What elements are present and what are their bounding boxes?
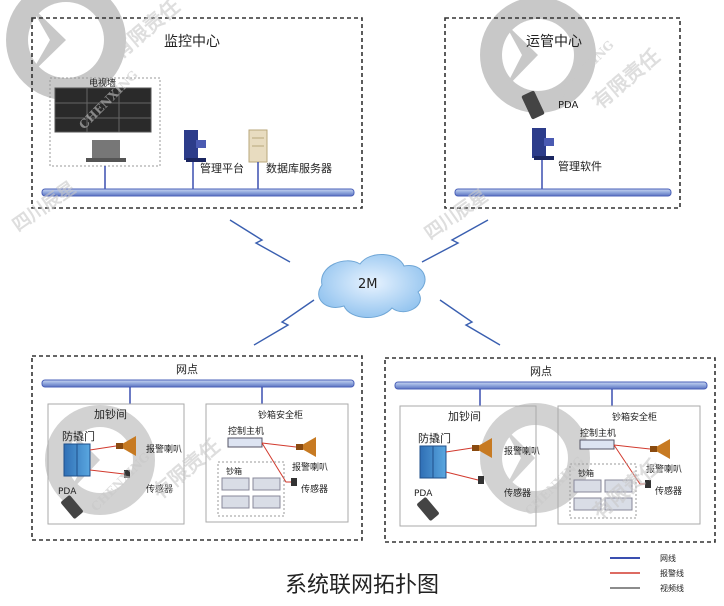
cash-box-group [217,461,285,517]
cash-box-label-left: 钞箱 [226,466,242,476]
control-host-icon [579,439,615,450]
network-cloud [318,254,426,318]
sand-room-box-left [47,403,185,525]
sand-room-label-left: 加钞间 [94,407,127,421]
outlet-title-right: 网点 [530,365,552,378]
sensor-icon [645,480,651,488]
outlet-frame-left [31,355,363,541]
outlet-title-left: 网点 [176,363,198,376]
pda-label-left: PDA [58,487,77,497]
control-host-icon [227,437,263,448]
outlet-network-bus-left [41,379,355,388]
safe-cabinet-box-left [205,403,349,523]
safe-cabinet-label-left: 钞箱安全柜 [258,409,303,421]
alarm-speaker-icon [296,437,316,457]
outlet-frame-right [384,357,716,543]
outlet-network-bus-right [394,381,708,390]
safe-cabinet-label-right: 钞箱安全柜 [612,411,657,423]
sand-room-box-right [399,405,537,527]
sensor-icon [478,476,484,484]
alarm-speaker-label-right: 报警喇叭 [504,445,540,457]
alarm-line [89,445,125,475]
operations-pda-label: PDA [558,100,579,111]
alarm-line [261,442,297,483]
pda-icon [61,495,83,519]
sensor-label-right-left: 传感器 [301,483,328,495]
management-software-icon [532,128,554,160]
watermark-logo [480,0,596,113]
anti-intrusion-door-icon [63,443,91,477]
database-server-label: 数据库服务器 [266,161,332,175]
anti-intrusion-door-label-right: 防撬门 [418,431,451,445]
alarm-speaker-icon [472,438,492,458]
database-server-icon [248,129,268,163]
sensor-label-right: 传感器 [504,487,531,499]
video-wall-label: 电视墙 [89,77,116,89]
control-host-label-left: 控制主机 [228,425,264,437]
legend-alarm-label: 报警线 [660,568,684,578]
anti-intrusion-door-icon [419,445,447,479]
cloud-label: 2M [358,277,378,292]
management-software-label: 管理软件 [558,159,602,173]
pda-icon [521,90,545,120]
watermark-company: 四川辰星 [9,178,80,236]
wireless-link [229,219,501,346]
pda-icon [417,497,439,521]
pda-label-right: PDA [414,489,433,499]
alarm-speaker-icon [650,439,670,459]
anti-intrusion-door-label-left: 防撬门 [62,429,95,443]
sand-room-label-right: 加钞间 [448,409,481,423]
monitoring-network-bus [41,188,355,197]
alarm-line [613,444,651,485]
sensor-icon [124,470,130,478]
management-platform-label: 管理平台 [200,161,244,175]
safe-cabinet-box-right [557,405,701,525]
sensor-icon [291,478,297,486]
legend-network-label: 网线 [660,553,676,563]
sensor-label-right-right: 传感器 [655,485,682,497]
alarm-speaker-label-right-right: 报警喇叭 [646,463,682,475]
monitoring-center-frame [31,17,363,209]
operations-center-title: 运管中心 [526,34,582,50]
monitoring-center-title: 监控中心 [164,34,220,50]
sensor-label-left: 传感器 [146,483,173,495]
alarm-speaker-label-right-left: 报警喇叭 [292,461,328,473]
diagram-caption: 系统联网拓扑图 [285,573,439,598]
cash-box-label-right: 钞箱 [578,468,594,478]
video-wall [49,77,161,167]
legend-video-label: 视频线 [660,583,684,593]
operations-network-bus [454,188,672,197]
alarm-speaker-label-left: 报警喇叭 [146,443,182,455]
management-platform-icon [184,130,206,162]
control-host-label-right: 控制主机 [580,427,616,439]
watermark-logo [6,0,126,100]
watermark-logo [480,403,590,513]
cash-box-group [569,463,637,519]
alarm-line [445,447,479,481]
alarm-speaker-icon [116,436,136,456]
legend: 网线 报警线 视频线 [610,553,684,593]
operations-center-frame [444,17,681,209]
